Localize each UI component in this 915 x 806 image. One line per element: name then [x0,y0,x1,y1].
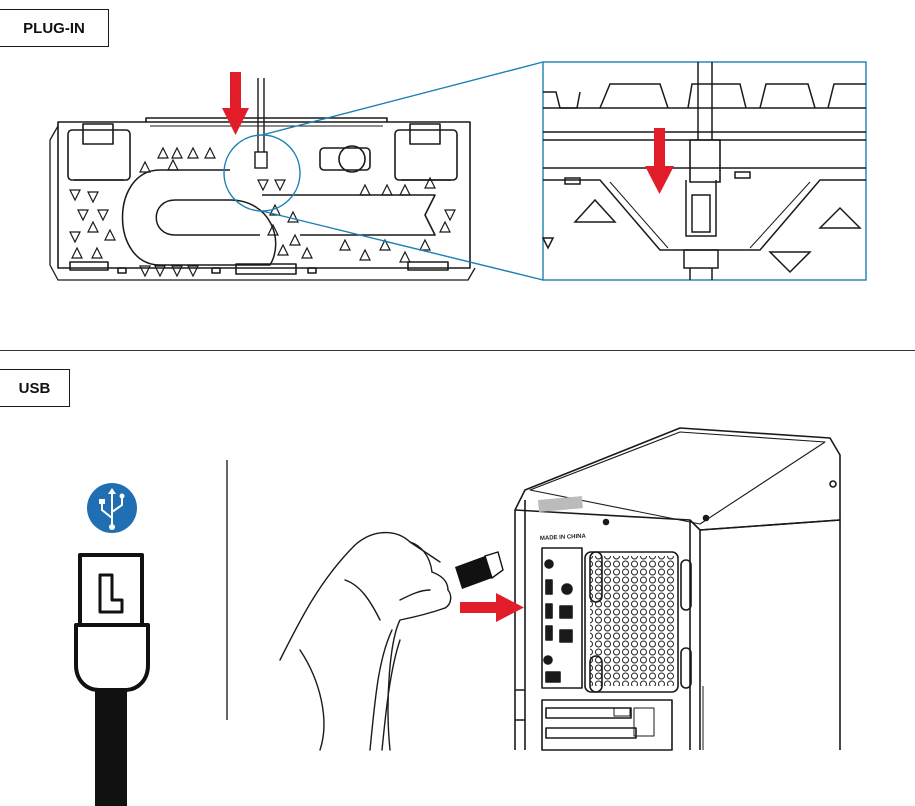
section-label-plugin: PLUG-IN [0,9,109,47]
keyboard-cable [254,78,268,169]
hand-holding-usb-plug [279,531,452,751]
keyboard-bottom-view [49,117,476,281]
red-arrow-icon [222,72,249,135]
zoom-detail [541,62,866,280]
zoom-callout [223,61,867,281]
usb-cable [95,690,127,806]
pc-case-sticker: MADE IN CHINA [540,534,587,542]
section-label-usb-text: USB [18,379,51,397]
red-arrow-icon [460,593,524,622]
usb-connector [74,553,150,692]
section-label-usb: USB [0,369,70,407]
pc-case [514,427,841,751]
usb-plug-in-hand [455,551,504,589]
section-label-plugin-text: PLUG-IN [23,19,85,37]
usb-icon [87,483,137,533]
section-divider [0,350,915,351]
pc-case-label-block [538,496,583,512]
red-arrow-icon [645,128,674,194]
